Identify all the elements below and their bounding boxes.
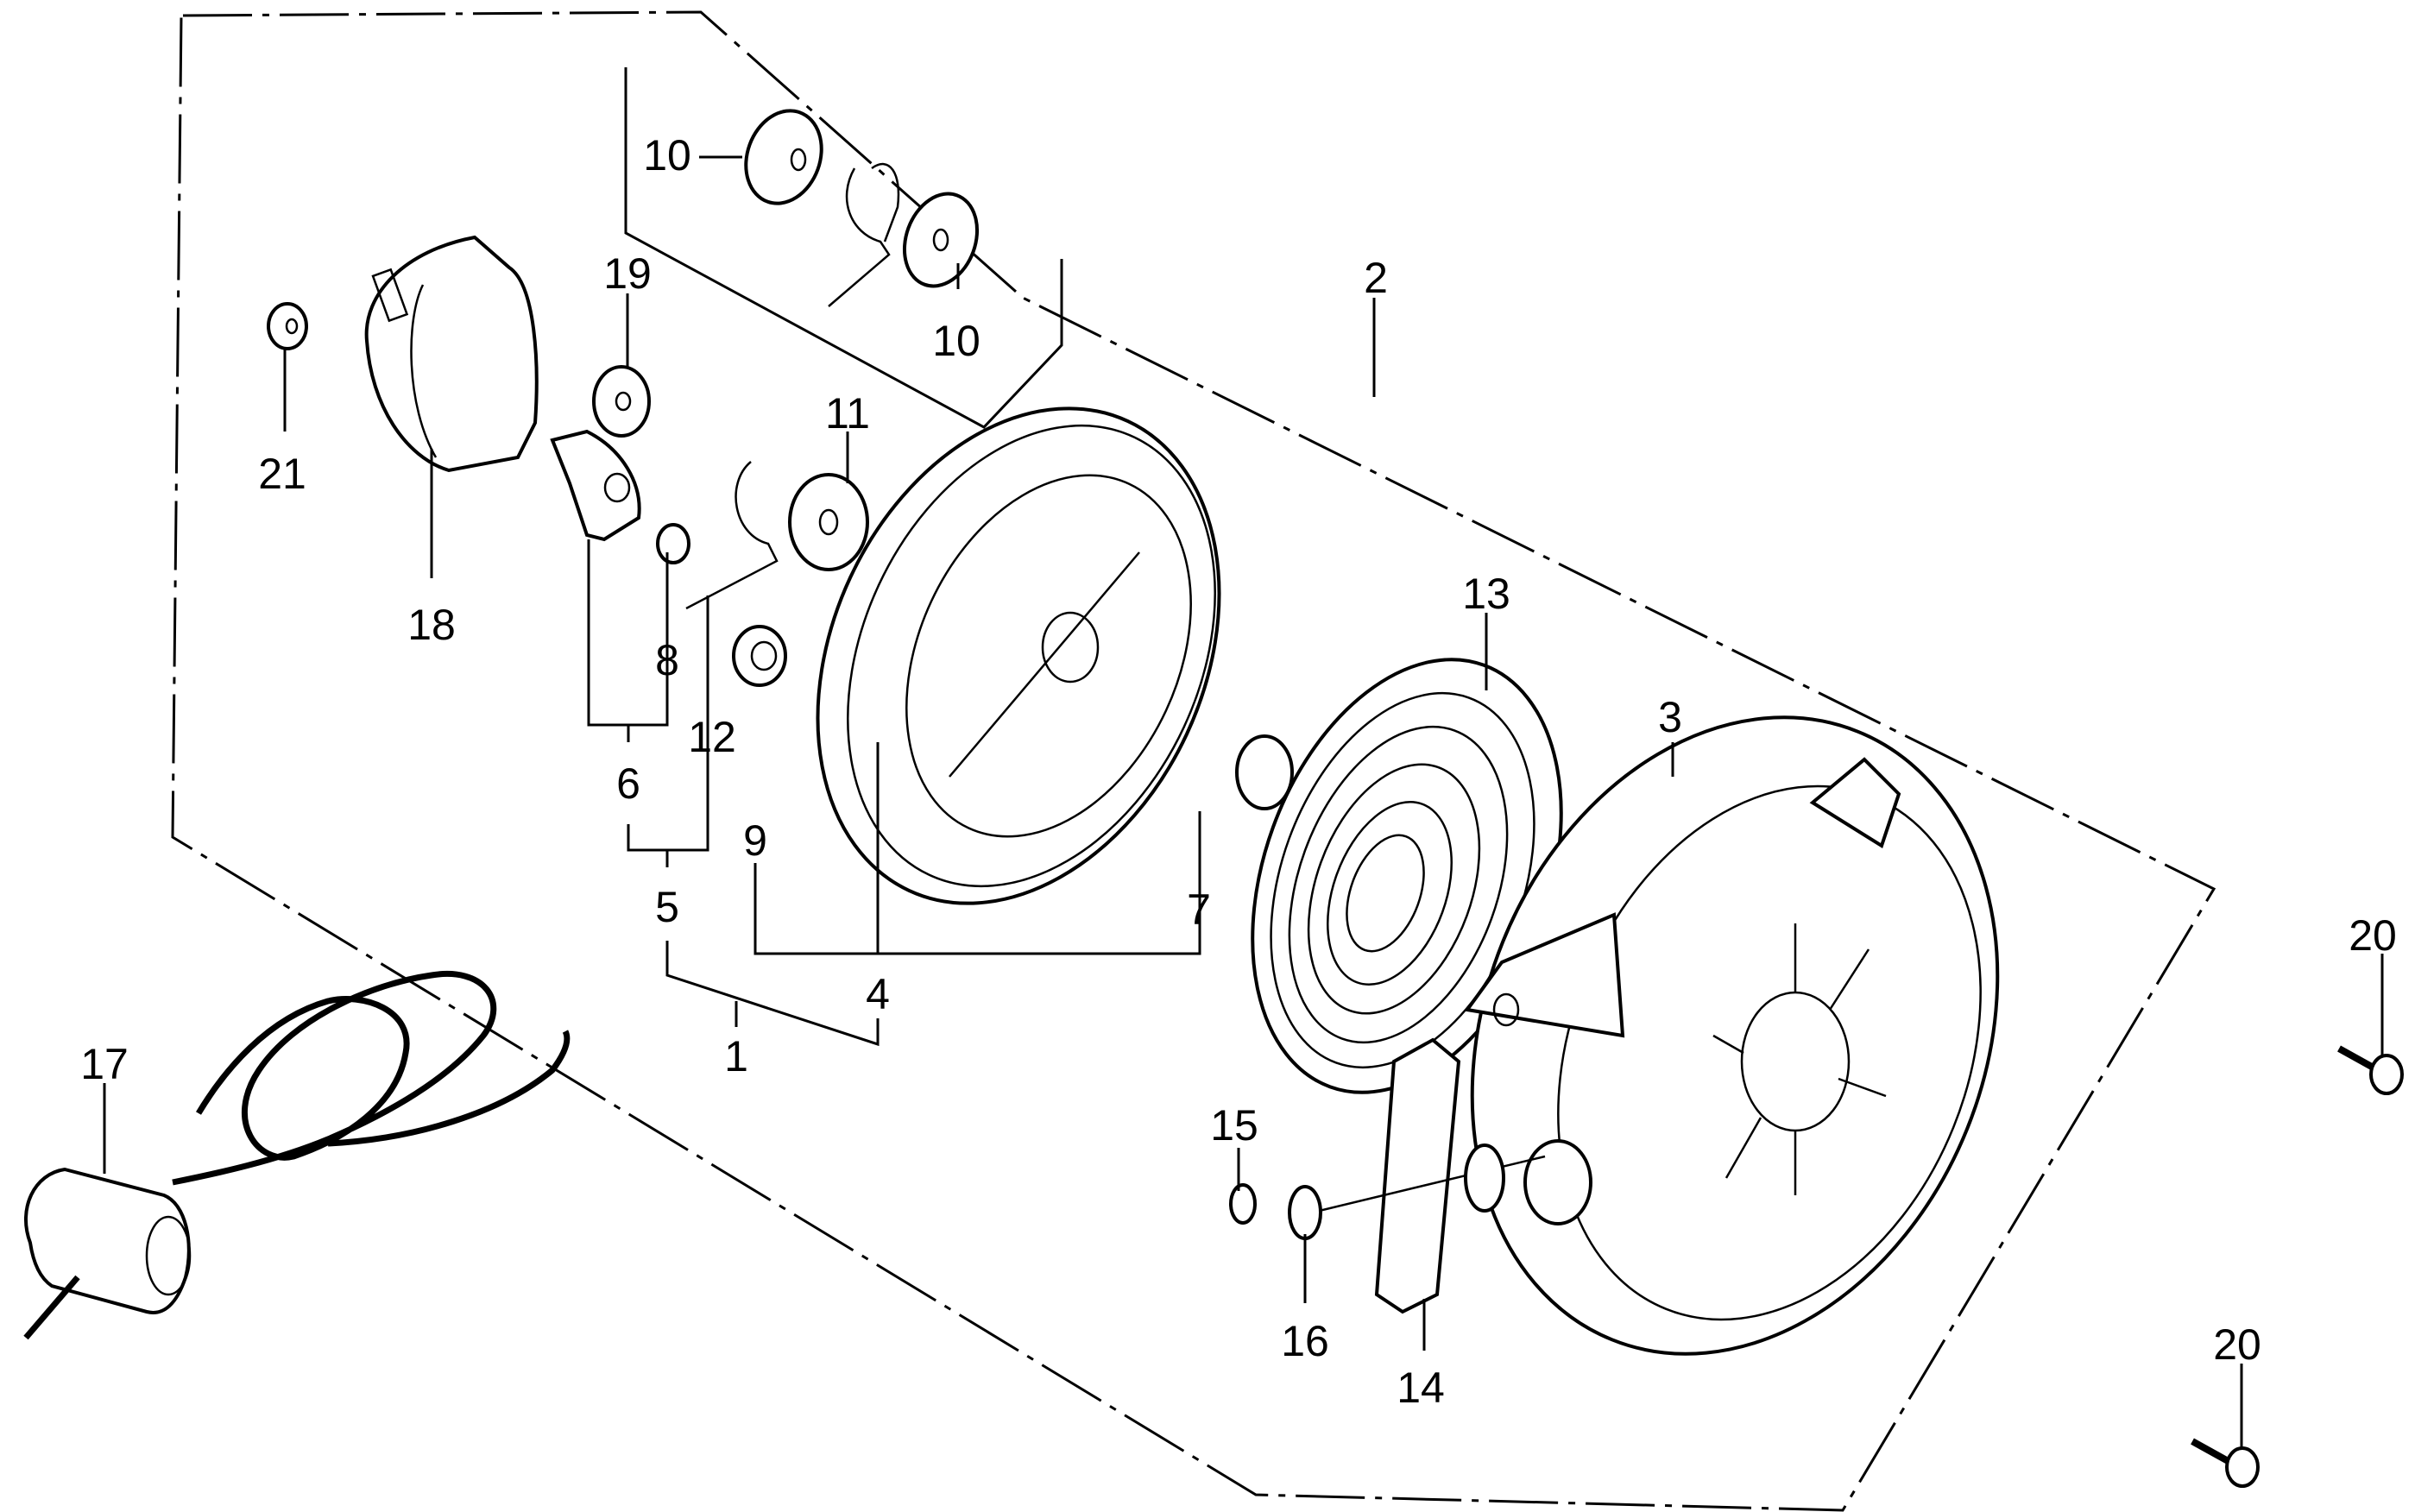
callout-12: 12 (688, 713, 736, 761)
part-16-washer (1288, 1185, 1322, 1240)
callout-9: 9 (743, 816, 767, 865)
part-8-pin (656, 523, 690, 564)
callout-labels: 10 10 2 19 21 11 18 8 12 6 9 5 4 7 1 13 … (80, 131, 2397, 1412)
part-20-bolt-lower (2191, 1438, 2260, 1488)
case-vent-slots (1712, 923, 1887, 1195)
callout-3: 3 (1658, 693, 1682, 741)
callout-6: 6 (616, 759, 640, 808)
callout-18: 18 (407, 601, 456, 649)
callout-10-a: 10 (643, 131, 691, 180)
callout-21: 21 (258, 450, 306, 498)
part-4-reel (816, 406, 1221, 905)
leader-lines (103, 155, 2384, 1450)
callout-1: 1 (724, 1032, 748, 1080)
part-10-washer-a (744, 109, 823, 205)
part-10-washer-b (902, 192, 980, 288)
part-18-cover (364, 235, 539, 473)
callout-10-b: 10 (932, 317, 981, 365)
callout-14: 14 (1397, 1364, 1445, 1412)
part-6-pawl (550, 429, 641, 542)
part-7-collar (1235, 734, 1294, 810)
callout-8: 8 (655, 636, 679, 684)
part-9-bushing (732, 625, 787, 687)
part-15-screw (1229, 1183, 1257, 1225)
part-11-washer (788, 473, 869, 571)
callout-2: 2 (1364, 254, 1388, 302)
callout-20-a: 20 (2349, 911, 2397, 960)
callout-15: 15 (1210, 1101, 1258, 1150)
callout-4: 4 (866, 970, 890, 1018)
part-19-washer (592, 365, 651, 438)
callout-13: 13 (1462, 570, 1510, 618)
part-3-starter-case (1464, 715, 2000, 1356)
callout-17: 17 (80, 1040, 129, 1088)
bracket-part-10-group (624, 67, 1063, 429)
part-17-starter-rope (23, 971, 571, 1340)
part-20-bolt-upper (2337, 1045, 2404, 1095)
part-12-spring (685, 461, 779, 610)
assembly-boundary (171, 10, 2216, 1512)
callout-19: 19 (603, 249, 652, 298)
part-21-nut (267, 302, 308, 350)
callout-11: 11 (825, 389, 870, 438)
callout-5: 5 (655, 883, 679, 931)
callout-7: 7 (1187, 885, 1211, 934)
callout-20-b: 20 (2213, 1320, 2261, 1369)
part-14-handle-grip (1311, 1037, 1546, 1314)
callout-16: 16 (1281, 1317, 1329, 1365)
part-10-spring-clip (828, 162, 900, 307)
